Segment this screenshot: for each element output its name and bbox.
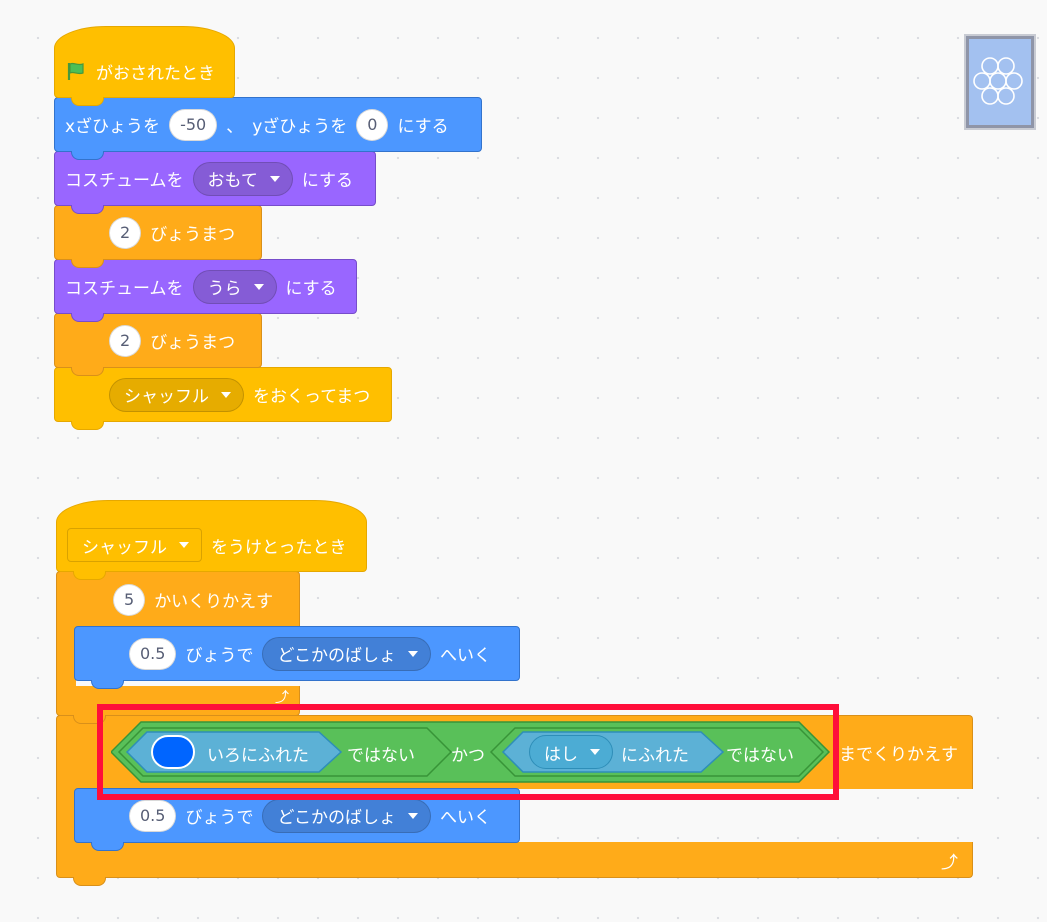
glide-block-1[interactable]: 0.5 びょうで どこかのばしょ へいく [74, 626, 520, 689]
repeat-until-block-arm [56, 788, 76, 844]
color-swatch-input[interactable] [151, 735, 195, 769]
repeat-label: かいくりかえす [154, 592, 274, 612]
touching-color-label: いろにふれた [207, 746, 309, 766]
y-value-input[interactable]: 0 [356, 108, 389, 141]
broadcast-and-wait-block[interactable]: シャッフル をおくってまつ [54, 367, 392, 430]
x-label: xざひょうを [65, 117, 161, 137]
glide-target-dropdown-2[interactable]: どこかのばしょ [262, 798, 431, 833]
wait-block-1[interactable]: 2 びょうまつ [54, 205, 262, 268]
glide-seconds-input-2[interactable]: 0.5 [129, 799, 177, 832]
y-label: yざひょうを [252, 117, 348, 137]
glide-label-1: びょうで [185, 646, 254, 666]
loop-arrow-icon: ⤴ [941, 853, 958, 873]
not-label-1: ではない [347, 746, 415, 766]
costume-dropdown-2[interactable]: うら [192, 269, 277, 304]
wait-seconds-input-1[interactable]: 2 [109, 216, 142, 249]
repeat-until-block-bottom: ⤴ [56, 842, 973, 886]
loop-arrow-icon: ⤴ [275, 690, 289, 706]
glide-suffix-1: へいく [439, 646, 491, 666]
wait-block-2[interactable]: 2 びょうまつ [54, 313, 262, 376]
broadcast-and-wait-label: をおくってまつ [253, 387, 371, 407]
highlight-box [97, 704, 839, 800]
goto-suffix: にする [397, 117, 449, 137]
dropdown-caret-icon [179, 542, 189, 548]
costume-dropdown-value-2: うら [207, 279, 242, 299]
and-label: かつ [451, 746, 485, 766]
dropdown-caret-icon [221, 391, 231, 398]
touching-object-value: はし [544, 744, 578, 765]
not-label-2: ではない [726, 746, 794, 766]
costume-label-1: コスチュームを [65, 171, 184, 191]
when-i-receive-label: をうけとったとき [211, 537, 347, 558]
sprite-thumbnail[interactable] [964, 34, 1036, 130]
costume-label-2: コスチュームを [65, 279, 184, 299]
wait-seconds-input-2[interactable]: 2 [109, 324, 142, 357]
costume-suffix-1: にする [301, 171, 353, 191]
dropdown-caret-icon [269, 175, 280, 182]
glide-suffix-2: へいく [439, 808, 491, 828]
touching-object-dropdown[interactable]: はし [529, 735, 613, 769]
glide-seconds-input-1[interactable]: 0.5 [129, 637, 177, 670]
switch-costume-block-1[interactable]: コスチュームを おもて にする [54, 151, 376, 214]
when-flag-clicked-label: がおされたとき [96, 63, 215, 84]
costume-suffix-2: にする [285, 279, 337, 299]
repeat-block-bottom: ⤴ [56, 686, 300, 724]
dropdown-caret-icon [407, 812, 418, 819]
costume-dropdown-1[interactable]: おもて [192, 161, 293, 196]
switch-costume-block-2[interactable]: コスチュームを うら にする [54, 259, 357, 322]
wait-label-2: びょうまつ [150, 333, 236, 353]
stage-sprite-icon [973, 57, 1023, 105]
costume-dropdown-value-1: おもて [207, 171, 258, 191]
green-flag-icon [67, 62, 84, 80]
when-i-receive-block[interactable]: シャッフル をうけとったとき [56, 500, 367, 580]
comma-label: 、 [226, 117, 244, 137]
glide-target-value-2: どこかのばしょ [277, 808, 396, 828]
wait-label-1: びょうまつ [150, 225, 236, 245]
touching-label: にふれた [621, 746, 689, 766]
glide-label-2: びょうで [185, 808, 254, 828]
glide-target-value-1: どこかのばしょ [277, 646, 396, 666]
receive-message-dropdown[interactable]: シャッフル [67, 528, 202, 562]
dropdown-caret-icon [590, 749, 600, 755]
repeat-block-top[interactable]: 5 かいくりかえす [56, 571, 300, 627]
glide-target-dropdown-1[interactable]: どこかのばしょ [262, 636, 431, 671]
repeat-count-input[interactable]: 5 [113, 583, 146, 616]
broadcast-dropdown-value: シャッフル [124, 387, 209, 407]
when-flag-clicked-block[interactable]: がおされたとき [54, 26, 235, 106]
dropdown-caret-icon [253, 283, 264, 290]
broadcast-dropdown[interactable]: シャッフル [109, 377, 244, 412]
x-value-input[interactable]: -50 [169, 108, 218, 141]
repeat-until-label: までくりかえす [839, 745, 958, 765]
goto-xy-block[interactable]: xざひょうを -50 、 yざひょうを 0 にする [54, 97, 482, 160]
receive-message-value: シャッフル [82, 537, 167, 558]
dropdown-caret-icon [407, 650, 418, 657]
repeat-block-arm [56, 626, 76, 688]
